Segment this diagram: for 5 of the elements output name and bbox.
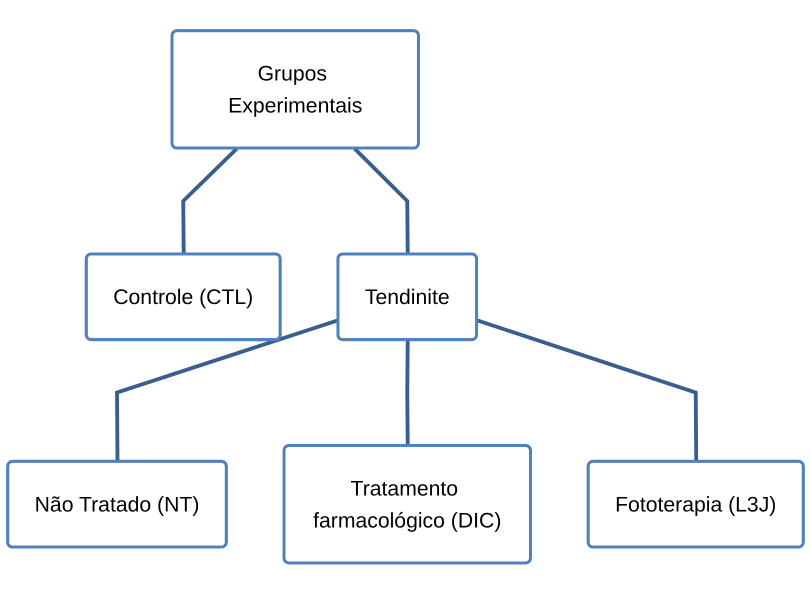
connector bbox=[476, 318, 698, 462]
connector bbox=[181, 147, 238, 255]
connector bbox=[353, 147, 410, 255]
connector bbox=[115, 318, 339, 462]
connector bbox=[405, 340, 410, 446]
